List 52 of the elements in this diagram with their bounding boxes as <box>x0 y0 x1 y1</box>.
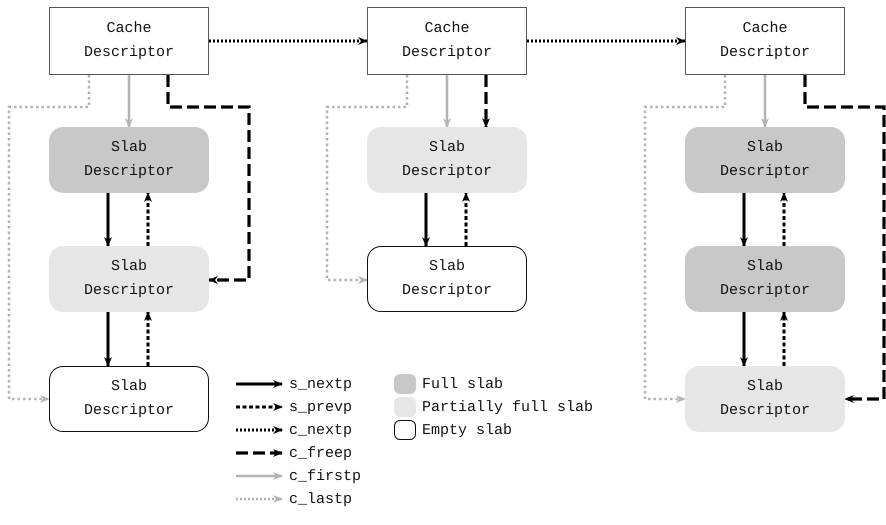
legend-label: c_freep <box>289 444 352 462</box>
dashed-arrow <box>482 75 490 128</box>
legend-label: s_prevp <box>289 398 352 416</box>
legend-label: s_nextp <box>289 376 352 392</box>
node-label: Slab Descriptor <box>402 257 492 301</box>
node-label: Slab Descriptor <box>720 257 810 301</box>
dashed-arrow <box>8 75 90 403</box>
cache-descriptor-box <box>367 7 527 75</box>
dashed-arrow <box>326 75 408 284</box>
full-slab-box <box>685 246 845 312</box>
node-label: Cache Descriptor <box>84 19 174 63</box>
arrow <box>125 75 133 128</box>
empty-slab-box <box>367 246 527 312</box>
partial-slab-box <box>685 366 845 432</box>
arrow <box>422 193 430 247</box>
arrow <box>740 312 748 367</box>
dashed-arrow <box>144 192 152 246</box>
node-label: Slab Descriptor <box>84 257 174 301</box>
full-slab-box <box>49 127 209 193</box>
dashed-arrow <box>644 75 726 403</box>
node-label: Slab Descriptor <box>720 138 810 182</box>
arrow <box>443 75 451 128</box>
dashed-arrow <box>780 192 788 246</box>
legend-label: c_lastp <box>289 490 352 508</box>
arrow <box>761 75 769 128</box>
empty-slab-box <box>49 366 209 432</box>
legend-label: c_firstp <box>289 468 362 484</box>
legend-label: Empty slab <box>422 422 512 438</box>
dashed-arrow <box>144 311 152 366</box>
cache-descriptor-box <box>49 7 209 75</box>
dashed-arrow <box>780 311 788 366</box>
node-label: Slab Descriptor <box>720 377 810 421</box>
node-label: Cache Descriptor <box>720 19 810 63</box>
arrow <box>740 193 748 247</box>
dashed-arrow <box>462 192 470 246</box>
legend-label: Full slab <box>422 376 504 392</box>
dashed-arrow <box>803 75 886 403</box>
dashed-arrow <box>527 37 686 45</box>
node-label: Cache Descriptor <box>402 19 492 63</box>
node-label: Slab Descriptor <box>84 377 174 421</box>
partial-slab-box <box>367 127 527 193</box>
cache-descriptor-box <box>685 7 845 75</box>
dashed-arrow <box>209 37 368 45</box>
arrow <box>104 312 112 367</box>
node-label: Slab Descriptor <box>84 138 174 182</box>
full-slab-box <box>685 127 845 193</box>
arrow <box>104 193 112 247</box>
node-label: Slab Descriptor <box>402 138 492 182</box>
partial-slab-box <box>49 246 209 312</box>
legend-label: Partially full slab <box>422 398 594 416</box>
legend-label: c_nextp <box>289 422 352 438</box>
dashed-arrow <box>166 75 251 284</box>
